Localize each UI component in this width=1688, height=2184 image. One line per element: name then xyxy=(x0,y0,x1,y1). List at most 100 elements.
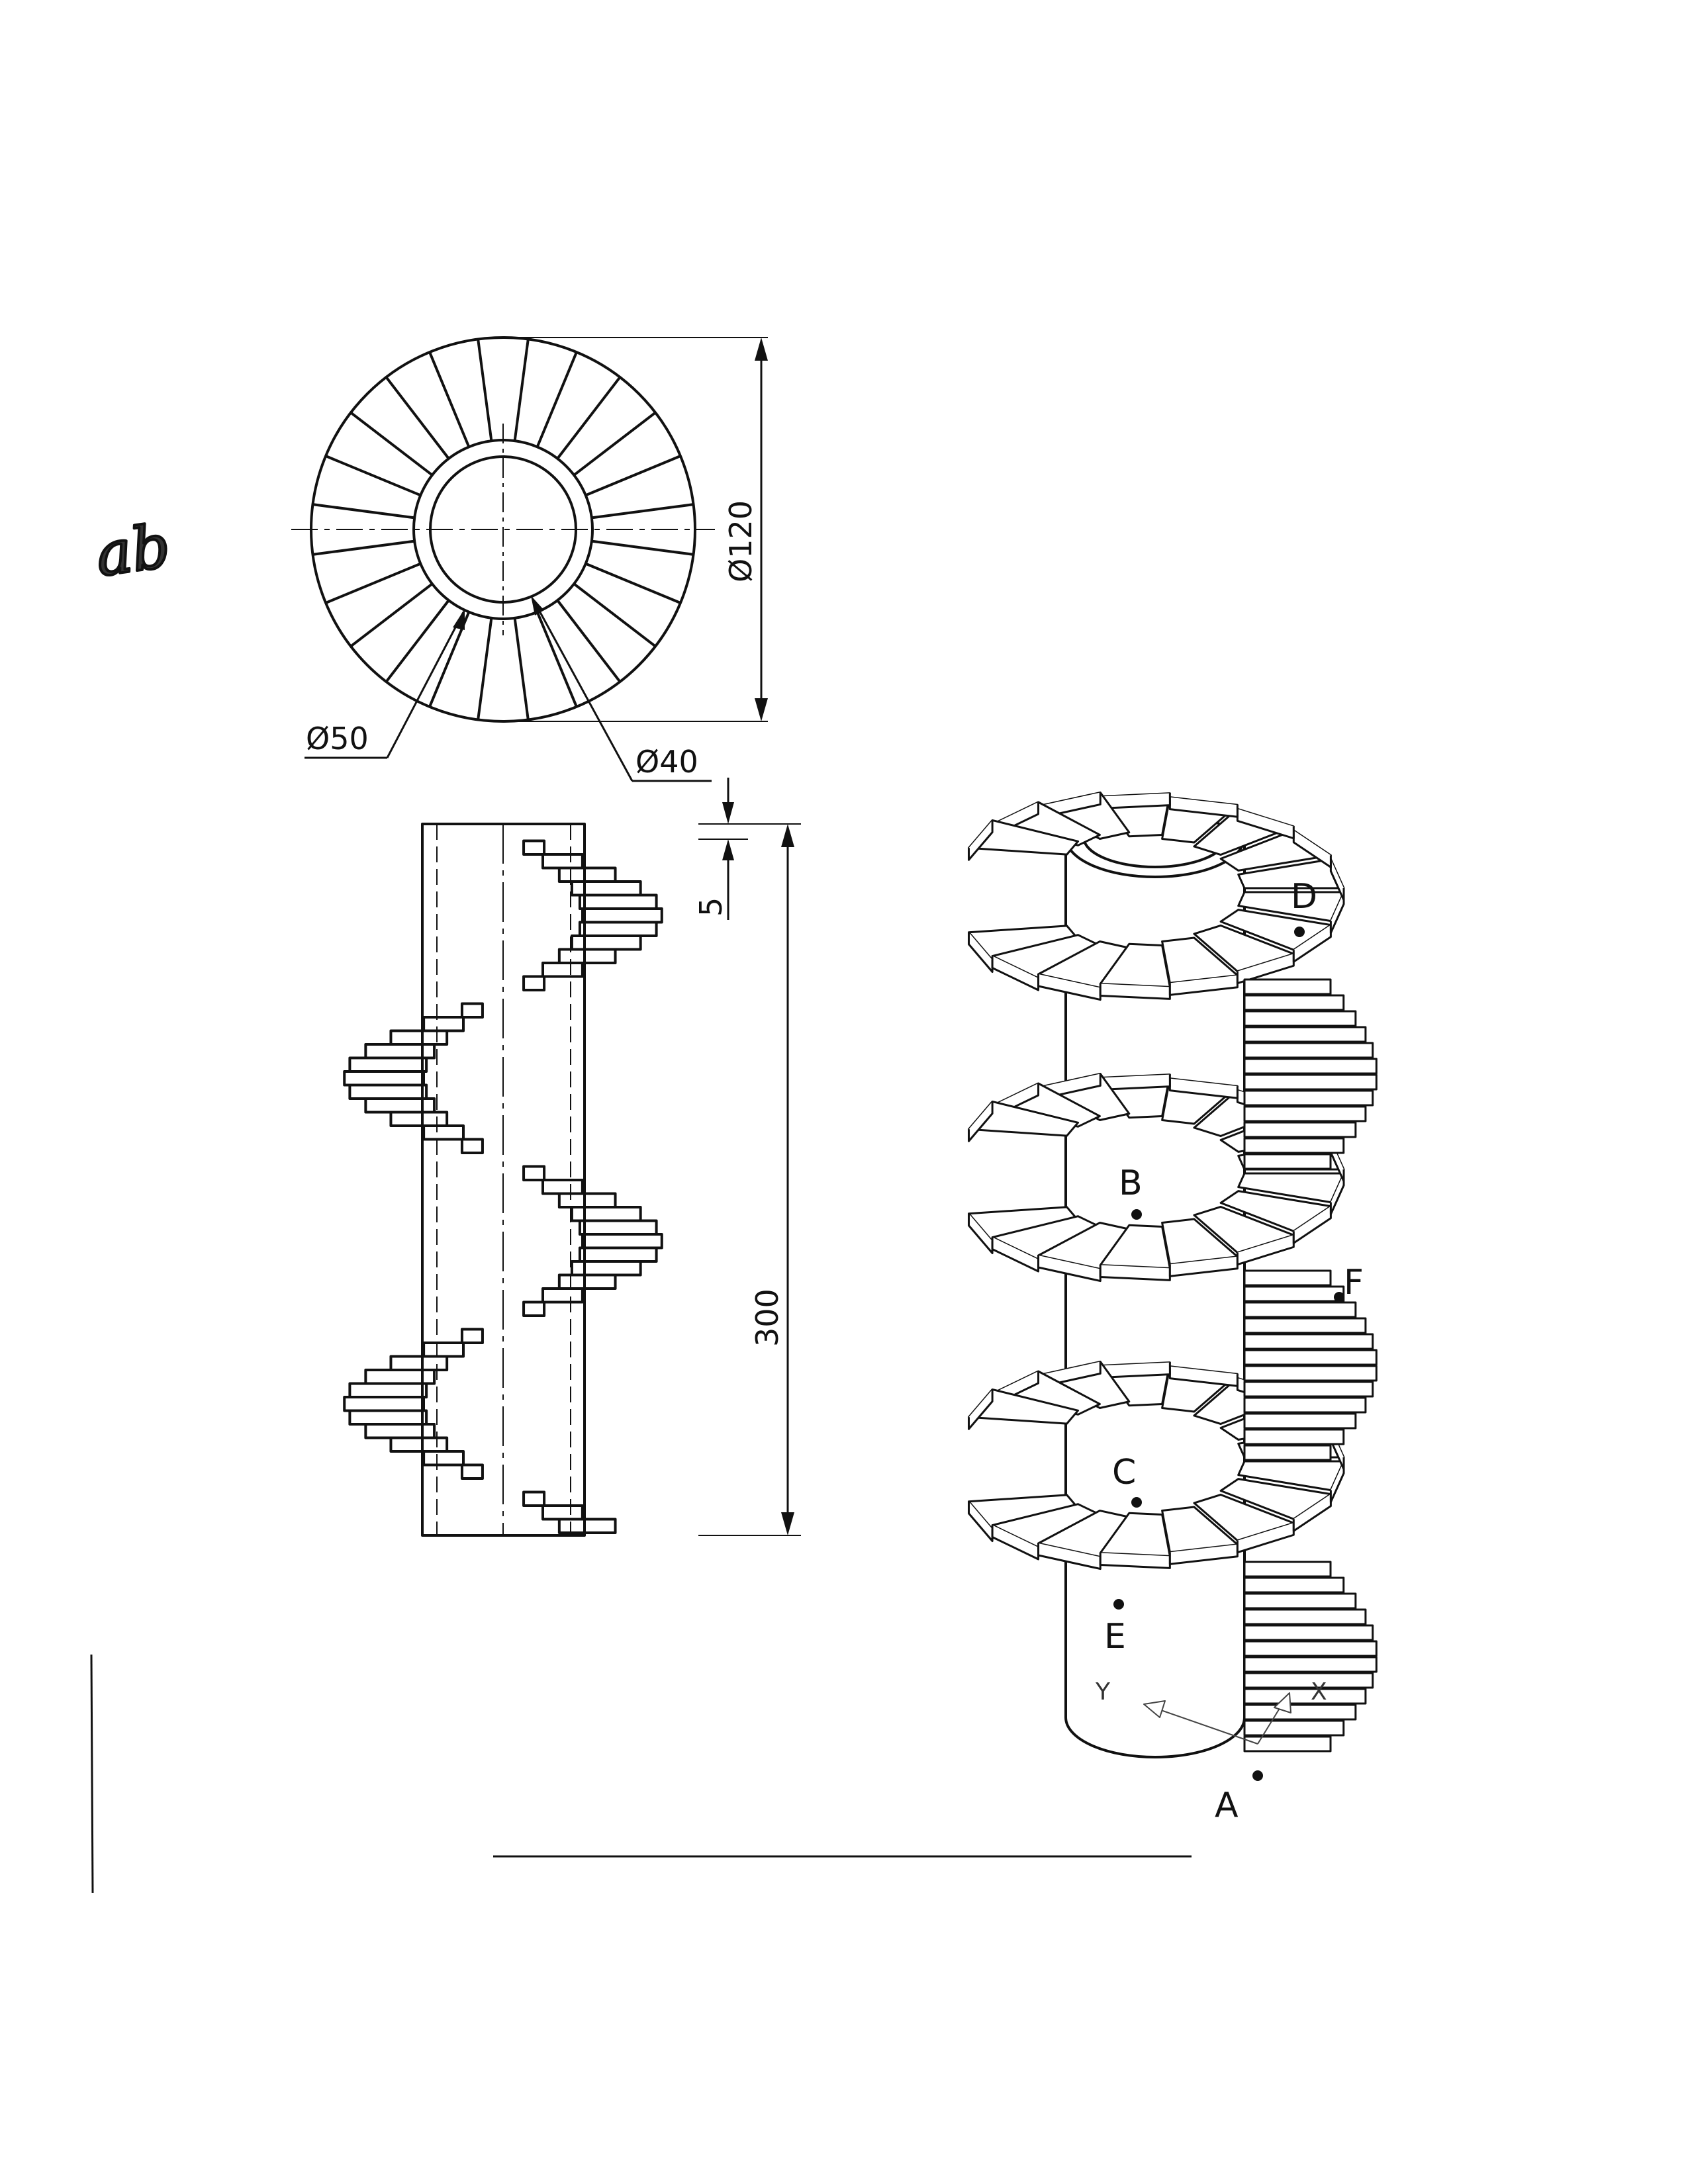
front-view-step xyxy=(343,1396,426,1412)
top-view-step-edge xyxy=(591,503,694,520)
iso-flight-step xyxy=(1243,1089,1374,1107)
front-view-step xyxy=(557,1192,617,1208)
front-view-step xyxy=(348,1083,428,1100)
front-view-step xyxy=(578,921,658,937)
handwritten-annotation: ab xyxy=(91,511,174,590)
front-view-step xyxy=(389,1111,449,1127)
iso-step-tread xyxy=(968,819,1080,856)
front-view-step xyxy=(422,1342,465,1358)
top-view-step-edge xyxy=(591,539,694,556)
iso-flight-step xyxy=(1243,1153,1332,1170)
front-view-step xyxy=(522,975,546,991)
iso-flight-step xyxy=(1243,1688,1367,1705)
front-view-step xyxy=(389,1355,449,1371)
top-view-step-edge xyxy=(312,503,415,520)
top-view: Ø120 Ø50 Ø40 xyxy=(291,336,768,782)
iso-step-tread xyxy=(968,1100,1080,1137)
front-view-step xyxy=(557,866,617,883)
iso-step-tread xyxy=(968,1388,1080,1425)
top-view-step-edge xyxy=(385,599,450,683)
front-view-step xyxy=(581,907,663,924)
front-view-step xyxy=(570,880,642,897)
top-view-step-edge xyxy=(312,539,415,556)
top-view-step-edge xyxy=(556,376,622,460)
isometric-view: D B F C E A Y X xyxy=(968,791,1378,1825)
front-view-step xyxy=(557,1518,617,1534)
dim-step-height: 5 xyxy=(693,897,729,917)
front-view-step xyxy=(541,1287,584,1304)
front-view-step xyxy=(460,1328,484,1344)
front-view-step xyxy=(570,934,642,951)
iso-flight-step xyxy=(1243,1444,1332,1461)
point-label-c: C xyxy=(1112,1453,1136,1492)
dim-diameter-40: Ø40 xyxy=(635,744,698,780)
top-view-step-edge xyxy=(325,562,422,604)
iso-flight-step xyxy=(1243,1121,1357,1138)
iso-flight-step xyxy=(1243,1640,1378,1657)
front-view-step xyxy=(541,962,584,978)
front-view-step xyxy=(460,1002,484,1019)
iso-flight-step xyxy=(1243,1301,1357,1318)
iso-step-riser xyxy=(968,1101,994,1142)
iso-flight-step xyxy=(1243,1672,1374,1689)
point-label-a: A xyxy=(1215,1786,1239,1825)
top-view-step-edge xyxy=(573,582,657,648)
front-view: 300 5 xyxy=(343,778,801,1537)
iso-flight-step xyxy=(1243,1285,1345,1302)
iso-flight-step xyxy=(1243,1381,1374,1398)
iso-flight-step xyxy=(1243,1349,1378,1366)
iso-flight-step xyxy=(1243,1317,1367,1334)
front-view-step xyxy=(348,1382,428,1398)
front-view-step xyxy=(541,853,584,870)
iso-flight-step xyxy=(1243,994,1345,1011)
iso-flight-step xyxy=(1243,978,1332,995)
top-view-step-edge xyxy=(513,617,530,720)
top-view-step-edge xyxy=(477,339,493,441)
iso-flight-step xyxy=(1243,1105,1367,1122)
top-view-step-edge xyxy=(513,339,530,441)
point-label-b: B xyxy=(1119,1163,1143,1203)
front-view-step xyxy=(460,1138,484,1154)
dim-outer-diameter: Ø120 xyxy=(723,500,759,582)
front-view-step xyxy=(570,1206,642,1222)
margin-line-left xyxy=(90,1654,94,1893)
front-view-step xyxy=(389,1436,449,1453)
top-view-step-edge xyxy=(428,351,471,448)
top-view-step-edge xyxy=(536,611,578,707)
front-view-step xyxy=(570,1260,642,1277)
iso-flight-step xyxy=(1243,1624,1374,1641)
iso-flight-step xyxy=(1243,1608,1367,1625)
front-view-step xyxy=(364,1369,436,1385)
top-view-step-edge xyxy=(536,351,578,448)
top-view-step-edge xyxy=(350,582,434,648)
iso-flight-step xyxy=(1243,1656,1378,1673)
iso-flight-step xyxy=(1243,1704,1357,1721)
front-view-step xyxy=(522,1165,546,1181)
front-view-step xyxy=(364,1043,436,1060)
front-view-step xyxy=(541,1179,584,1195)
top-view-step-edge xyxy=(585,562,681,604)
iso-flight-step xyxy=(1243,1269,1332,1287)
front-view-step xyxy=(522,1300,546,1317)
front-view-step xyxy=(522,1490,546,1507)
point-label-d: D xyxy=(1291,877,1317,917)
front-view-step xyxy=(557,1273,617,1290)
front-view-step xyxy=(541,1504,584,1521)
front-view-step xyxy=(389,1029,449,1046)
front-view-step xyxy=(578,893,658,910)
axis-label-x: X xyxy=(1311,1678,1327,1706)
iso-flight-step xyxy=(1243,1365,1378,1382)
top-view-step-edge xyxy=(556,599,622,683)
front-view-step xyxy=(348,1409,428,1426)
iso-flight-step xyxy=(1243,1333,1374,1350)
iso-flight-step xyxy=(1243,1735,1332,1752)
top-view-step-edge xyxy=(350,411,434,477)
top-view-step-edge xyxy=(385,376,450,460)
point-label-e: E xyxy=(1104,1617,1126,1657)
axis-label-y: Y xyxy=(1095,1678,1111,1706)
top-view-step-edge xyxy=(573,411,657,477)
front-view-step xyxy=(422,1124,465,1141)
iso-flight-step xyxy=(1243,1412,1357,1430)
dim-total-height: 300 xyxy=(749,1289,785,1347)
